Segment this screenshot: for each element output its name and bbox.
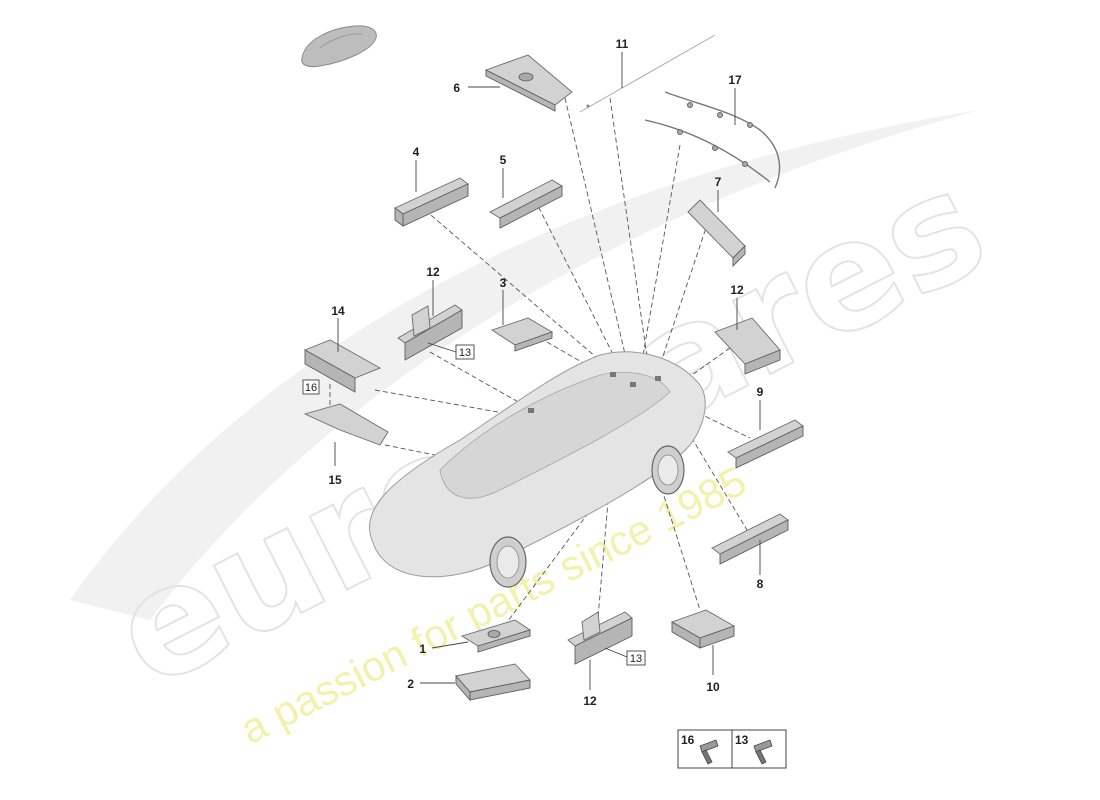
callout-9: 9 [757,385,764,399]
part-4-antenna-module [394,177,469,227]
callout-16: 16 [305,382,317,394]
part-7-antenna-module [687,199,746,268]
part-8-antenna-module [711,513,789,565]
part-12-bracket [567,611,633,665]
part-17-harness [644,91,781,189]
callout-12-top: 12 [426,265,440,279]
part-14-module [303,339,382,393]
callout-11: 11 [616,37,629,51]
bolt-13-icon [753,739,773,765]
watermark-swoosh [70,110,980,620]
part-1-plate [460,619,532,653]
callout-6: 6 [453,81,460,95]
callout-12-right: 12 [730,283,744,297]
callout-14: 14 [331,304,345,318]
callout-5: 5 [500,153,507,167]
callout-17: 17 [728,73,742,87]
callout-1: 1 [419,642,426,656]
part-15-bracket [303,403,389,446]
callout-15: 15 [328,473,342,487]
part-2-housing [455,663,531,702]
part-11-antenna [579,34,716,113]
callout-leaders [334,52,761,690]
callout-10: 10 [706,680,720,694]
vehicle-outline [368,351,706,588]
part-10-control-unit [670,609,736,649]
rear-rim [657,454,679,486]
thumbnail-car-icon [301,25,377,68]
callout-8: 8 [757,577,764,591]
callout-13-box [626,650,646,666]
legend-label-13: 13 [735,733,749,747]
callout-12-bottom: 12 [583,694,597,708]
mount-point [528,408,534,413]
mount-point [630,382,636,387]
callout-labels: 6 11 17 4 5 7 12 3 12 14 9 15 8 1 2 12 1… [328,37,763,708]
fastener-legend: 16 13 [677,729,787,769]
callout-13-box [455,344,475,360]
callout-4: 4 [413,145,420,159]
callout-3: 3 [500,276,507,290]
callout-16-box [302,379,320,395]
part-5-antenna-module [489,179,563,229]
boxed-callouts: 13 13 16 [302,344,646,666]
bolt-16-icon [699,739,719,765]
callout-13-top: 13 [459,347,471,359]
mount-point [610,372,616,377]
car-glasshouse [439,371,671,499]
part-12-bracket [714,317,781,375]
callout-13-bottom: 13 [630,653,642,665]
part-12-bracket [397,304,463,361]
mount-point [655,376,661,381]
part-3-control-unit [490,317,554,352]
front-rim [496,545,520,579]
part-6-plate [484,54,573,112]
part-9-antenna-module [727,419,804,469]
callout-7: 7 [715,175,722,189]
callout-2: 2 [407,677,414,691]
legend-label-16: 16 [681,733,695,747]
